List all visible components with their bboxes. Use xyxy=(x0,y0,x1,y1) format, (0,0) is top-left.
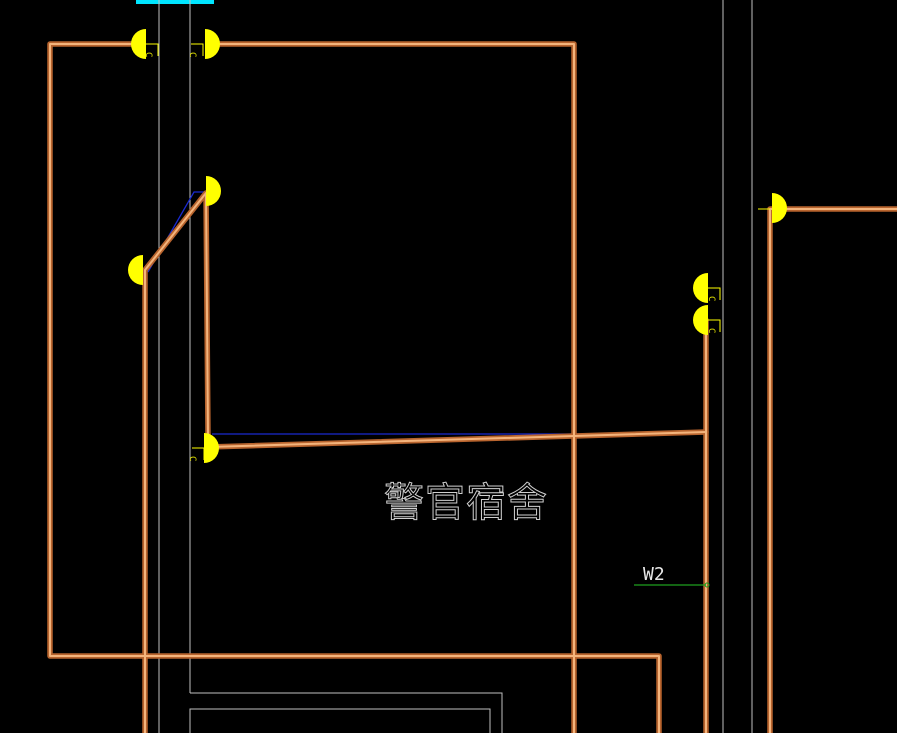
fixture-light-icon xyxy=(204,433,219,463)
fixture-mark: C xyxy=(706,328,716,333)
wire-tag: W2 xyxy=(634,564,710,588)
fixture-light-icon xyxy=(206,176,221,206)
selection-highlight xyxy=(136,0,214,4)
wall-lines xyxy=(158,0,753,733)
pipe-runs-inner xyxy=(49,43,897,733)
fixture-ticks xyxy=(146,43,770,460)
blue-wires xyxy=(147,191,707,435)
room-label: 警官宿舍 xyxy=(384,480,548,526)
fixture-mark: C xyxy=(187,456,197,461)
fixture-mark: C xyxy=(187,52,197,57)
fixture-marks: C C C C C xyxy=(143,52,716,461)
fixture-symbols xyxy=(128,29,787,463)
fixture-light-icon xyxy=(128,255,143,285)
fixture-light-icon xyxy=(205,29,220,59)
fixture-mark: C xyxy=(143,52,153,57)
fixture-light-icon xyxy=(131,29,146,59)
fixture-light-icon xyxy=(693,273,708,303)
fixture-light-icon xyxy=(772,193,787,223)
fixture-mark: C xyxy=(706,296,716,301)
wire-tag-label: W2 xyxy=(643,564,665,585)
fixture-light-icon xyxy=(693,305,708,335)
